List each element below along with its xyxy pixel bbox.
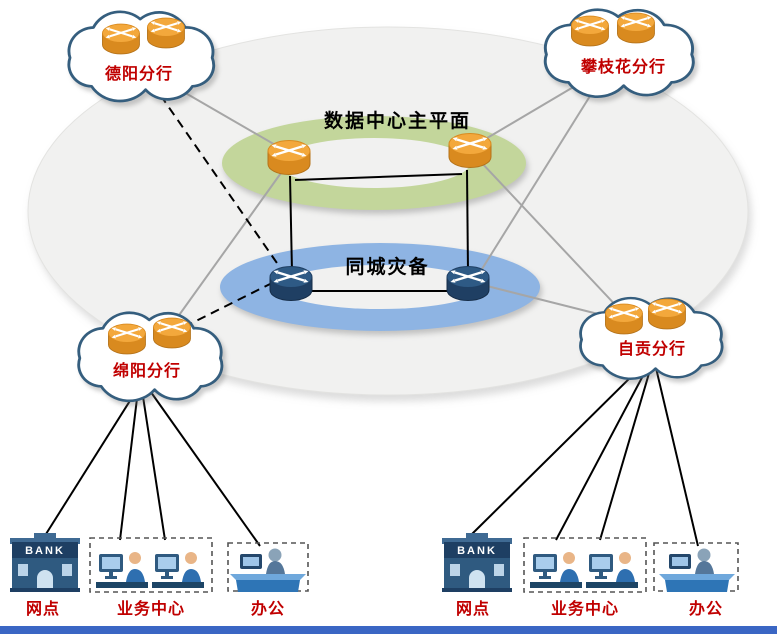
label-zigong-branch: 自贡分行 — [617, 341, 686, 358]
router-dr-left — [268, 265, 314, 302]
office-box-left — [227, 542, 309, 592]
label-bank-left: 网点 — [25, 601, 60, 618]
label-mianyang-branch: 绵阳分行 — [112, 363, 181, 380]
link-panzhihua-dr — [476, 79, 601, 278]
link-main-left-right — [294, 173, 463, 181]
label-business-center-right: 业务中心 — [550, 601, 619, 618]
business-user-right-1 — [530, 552, 582, 588]
router-deyang-1 — [101, 22, 141, 55]
link-mianyang-biz1 — [119, 389, 139, 541]
router-mianyang-2 — [152, 316, 192, 349]
link-zigong-office — [655, 367, 699, 547]
link-main-dr-right — [466, 169, 469, 273]
label-office-right: 办公 — [688, 601, 723, 618]
label-deyang-branch: 德阳分行 — [104, 66, 173, 83]
router-main-left — [266, 139, 312, 176]
link-zigong-biz1 — [555, 369, 647, 541]
label-same-city-dr: 同城灾备 — [345, 257, 430, 278]
business-user-left-2 — [152, 552, 204, 588]
link-mianyang-dr-dashed — [177, 275, 287, 331]
office-user-right — [659, 548, 735, 592]
label-panzhihua-branch: 攀枝花分行 — [580, 59, 666, 76]
label-bank-right: 网点 — [455, 601, 490, 618]
link-zigong-dr — [482, 284, 615, 319]
label-office-left: 办公 — [250, 601, 285, 618]
bank-branch-left — [10, 533, 80, 592]
link-zigong-main — [478, 159, 623, 313]
router-panzhihua-2 — [616, 11, 656, 44]
link-mianyang-main — [171, 165, 287, 326]
link-main-dr-left — [289, 175, 293, 273]
label-datacenter-main-plane: 数据中心主平面 — [323, 111, 471, 132]
label-business-center-left: 业务中心 — [116, 601, 185, 618]
bank-branch-right — [442, 533, 512, 592]
router-zigong-1 — [604, 302, 644, 335]
business-center-box-right — [523, 537, 647, 593]
router-zigong-2 — [647, 297, 687, 330]
link-zigong-bank — [471, 367, 641, 535]
access-links — [45, 367, 699, 547]
router-dr-right — [445, 265, 491, 302]
business-center-box-left — [89, 537, 213, 593]
bottom-border-bar — [0, 626, 777, 634]
office-user-left — [230, 548, 306, 592]
link-mianyang-biz2 — [141, 389, 166, 541]
cloud-deyang — [67, 10, 216, 103]
backbone-ellipse — [27, 26, 749, 396]
dr-ring-hole — [278, 265, 482, 309]
dr-ring — [220, 243, 540, 331]
backup-links — [151, 82, 287, 331]
business-user-right-2 — [586, 552, 638, 588]
link-zigong-biz2 — [599, 369, 651, 541]
business-user-left-1 — [96, 552, 148, 588]
link-mianyang-office — [147, 387, 261, 547]
core-links — [289, 169, 469, 292]
router-panzhihua-1 — [570, 14, 610, 47]
link-mianyang-bank — [45, 387, 139, 535]
router-main-right — [447, 132, 493, 169]
router-deyang-2 — [146, 16, 186, 49]
link-deyang-dr-dashed — [151, 82, 287, 277]
router-mianyang-1 — [107, 322, 147, 355]
